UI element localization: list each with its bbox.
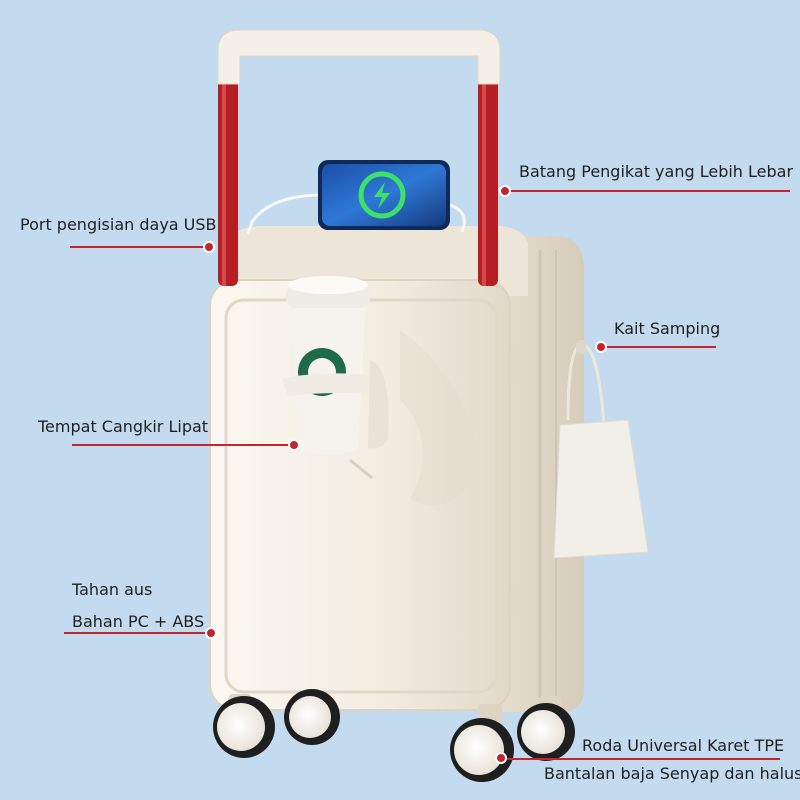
callout-side-hook-line xyxy=(602,346,716,348)
callout-durable-label: Tahan aus xyxy=(72,580,153,599)
callout-material-dot xyxy=(205,627,217,639)
spinner-wheels xyxy=(213,689,575,782)
callout-wide-handle-label: Batang Pengikat yang Lebih Lebar xyxy=(519,162,794,181)
callout-wheels-dot xyxy=(495,752,507,764)
callout-material-line xyxy=(64,632,210,634)
callout-cup-holder-line xyxy=(72,444,294,446)
callout-wheels-line xyxy=(505,758,780,760)
callout-usb-port-line xyxy=(70,246,210,248)
cup-holder xyxy=(282,276,390,480)
callout-bearing-label: Bantalan baja Senyap dan halus xyxy=(544,764,800,783)
callout-wheels-label: Roda Universal Karet TPE xyxy=(582,736,785,755)
callout-wide-handle-dot xyxy=(499,185,511,197)
callout-cup-holder-dot xyxy=(288,439,300,451)
usb-cable xyxy=(246,193,321,235)
suitcase-side-shell xyxy=(490,236,584,712)
callout-cup-holder-label: Tempat Cangkir Lipat xyxy=(38,417,209,436)
callout-side-hook-dot xyxy=(595,341,607,353)
callout-material-label: Bahan PC + ABS xyxy=(72,612,205,631)
callout-usb-port-dot xyxy=(203,241,215,253)
callout-usb-port-label: Port pengisian daya USB xyxy=(20,215,217,234)
callout-side-hook-label: Kait Samping xyxy=(614,319,721,338)
side-hook-bag xyxy=(553,340,649,559)
charging-bolt-icon xyxy=(358,171,406,219)
telescopic-handle xyxy=(217,29,501,286)
callout-wide-handle-line xyxy=(505,190,790,192)
smartphone xyxy=(318,160,450,230)
